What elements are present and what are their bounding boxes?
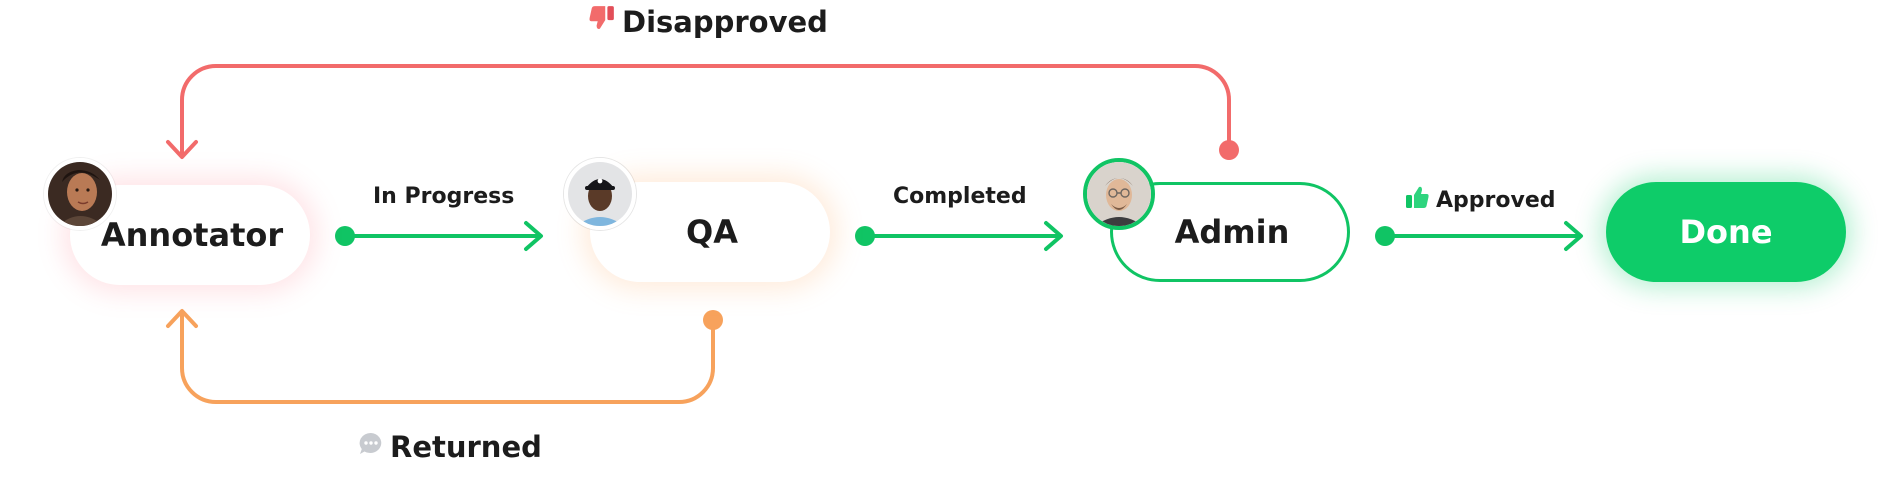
qa-avatar (564, 158, 636, 230)
disapproved-text: Disapproved (622, 4, 828, 39)
returned-text: Returned (390, 430, 542, 464)
annotator-label: Annotator (100, 216, 284, 254)
in-progress-arrow (335, 221, 543, 251)
completed-text: Completed (893, 184, 1027, 209)
completed-label: Completed (893, 184, 1027, 209)
approved-label: Approved (1404, 184, 1556, 216)
returned-label: Returned (358, 430, 542, 464)
admin-avatar (1083, 158, 1155, 230)
thumbs-down-icon (588, 4, 616, 39)
returned-connector (166, 309, 715, 404)
thumbs-up-icon (1404, 184, 1430, 216)
disapproved-start-dot (1219, 140, 1239, 160)
returned-start-dot (703, 310, 723, 330)
disapproved-connector (166, 64, 1231, 159)
approved-arrow (1375, 221, 1583, 251)
qa-label: QA (686, 213, 738, 251)
admin-label: Admin (1174, 213, 1290, 251)
done-label: Done (1679, 213, 1773, 251)
completed-arrow (855, 221, 1063, 251)
annotator-node[interactable]: Annotator (70, 185, 310, 285)
annotator-avatar (44, 158, 116, 230)
in-progress-text: In Progress (373, 184, 515, 209)
approved-text: Approved (1436, 187, 1556, 213)
done-node[interactable]: Done (1606, 182, 1846, 282)
speech-bubble-icon (358, 430, 384, 464)
in-progress-label: In Progress (373, 184, 514, 209)
disapproved-label: Disapproved (588, 4, 828, 39)
